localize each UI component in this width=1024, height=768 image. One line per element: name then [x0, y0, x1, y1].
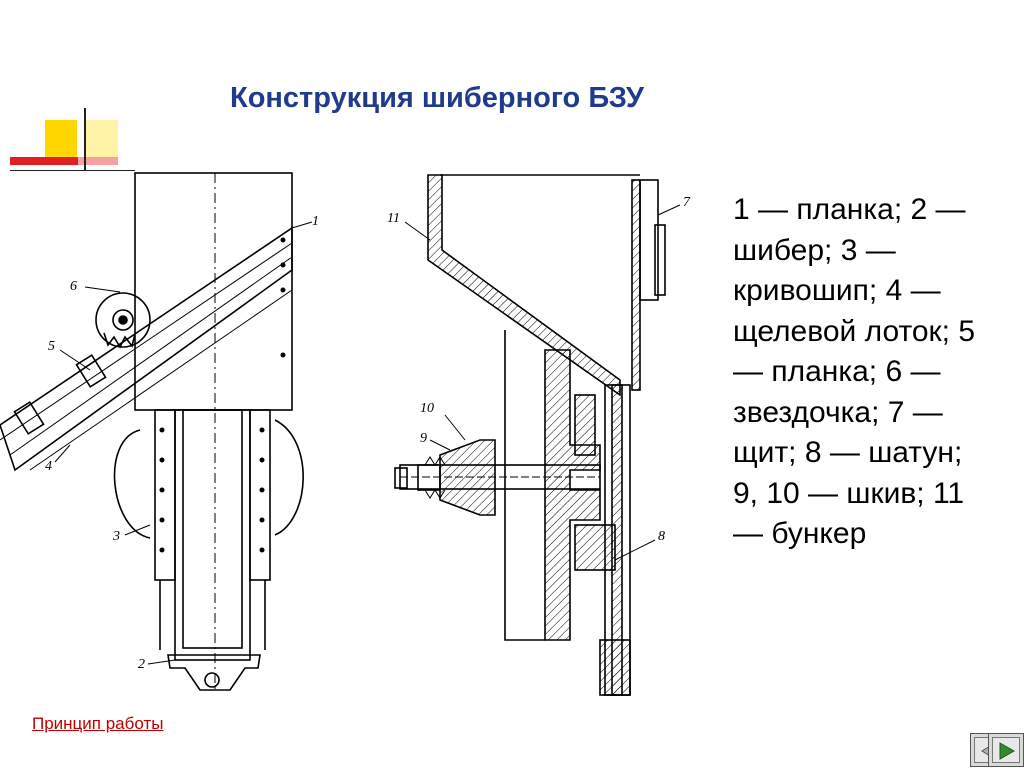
guide-left — [154, 409, 176, 581]
side-view — [394, 174, 681, 696]
bunker-wall — [427, 174, 621, 397]
gate-bottom — [167, 654, 261, 691]
label-9: 9 — [420, 431, 427, 446]
label-1: 1 — [312, 214, 319, 229]
label-7: 7 — [683, 195, 691, 210]
legend-text: 1 — планка; 2 — шибер; 3 — кривошип; 4 —… — [733, 193, 976, 550]
gate-slide — [174, 409, 251, 661]
label-4: 4 — [45, 459, 52, 474]
label-8: 8 — [658, 529, 665, 544]
connecting-rod — [574, 524, 616, 571]
label-6: 6 — [70, 279, 77, 294]
label-5: 5 — [48, 339, 55, 354]
hopper-body — [134, 172, 293, 411]
decor-yellow-square-light — [86, 120, 118, 160]
label-11: 11 — [387, 211, 400, 226]
decor-yellow-square — [45, 120, 77, 158]
inclined-tray — [0, 226, 293, 472]
next-arrow-icon — [999, 742, 1016, 760]
decor-horizontal-line — [10, 170, 135, 171]
principle-link[interactable]: Принцип работы — [32, 714, 164, 733]
decor-red-bar-light — [78, 157, 118, 165]
label-10: 10 — [420, 401, 434, 416]
decor-red-bar — [10, 157, 78, 165]
next-button[interactable] — [988, 733, 1024, 767]
pulley — [439, 439, 496, 516]
body-section — [544, 349, 601, 641]
front-view — [0, 172, 313, 691]
crank-disc — [113, 429, 151, 539]
page-title: Конструкция шиберного БЗУ — [230, 82, 644, 114]
sprocket — [95, 292, 151, 348]
label-3: 3 — [112, 529, 120, 544]
plank-5-clip — [75, 354, 107, 388]
label-2: 2 — [138, 657, 145, 672]
decor-vertical-line — [84, 108, 86, 170]
guide-right — [249, 409, 271, 581]
